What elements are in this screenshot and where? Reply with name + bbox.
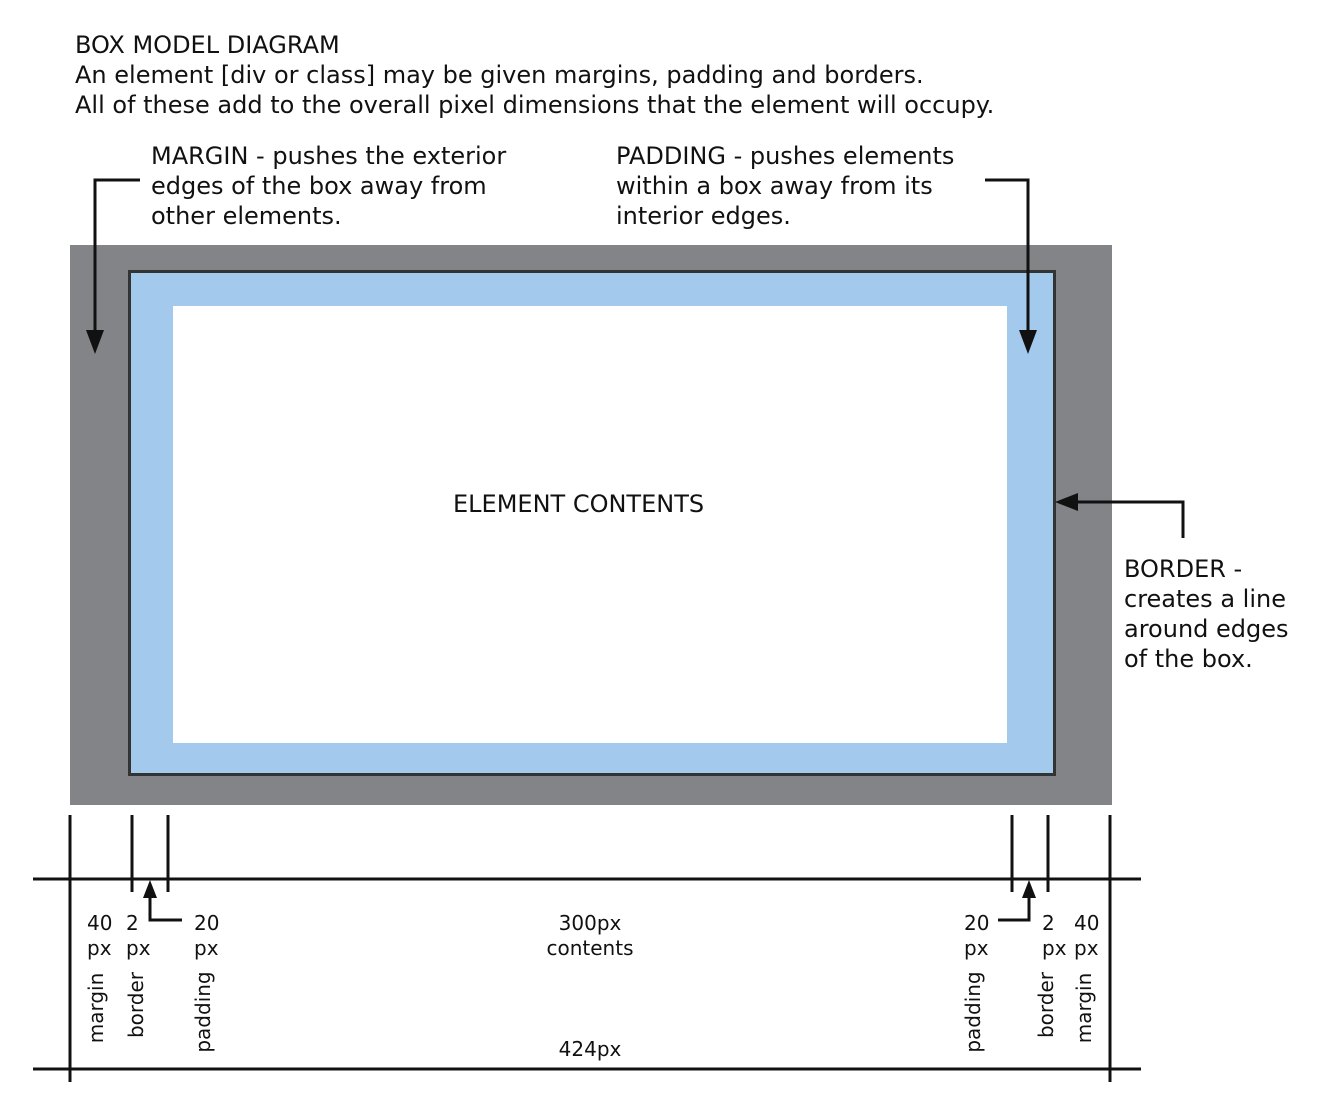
right-padding-unit: px bbox=[964, 936, 989, 960]
border-callout-line-2: creates a line bbox=[1124, 585, 1286, 613]
left-margin-value: 40 bbox=[87, 911, 113, 935]
left-margin-label: margin bbox=[84, 972, 108, 1044]
left-border-pointer-head bbox=[143, 880, 157, 898]
intro-line-1: An element [div or class] may be given m… bbox=[75, 61, 924, 89]
left-border-pointer bbox=[148, 895, 182, 922]
right-border-value: 2 bbox=[1042, 911, 1055, 935]
left-padding-unit: px bbox=[194, 936, 219, 960]
margin-callout-line-1: MARGIN - pushes the exterior bbox=[151, 142, 507, 170]
right-margin-unit: px bbox=[1074, 936, 1099, 960]
left-border-label: border bbox=[124, 971, 148, 1039]
element-contents-label: ELEMENT CONTENTS bbox=[453, 490, 705, 518]
left-padding-label: padding bbox=[191, 971, 215, 1053]
right-margin-value: 40 bbox=[1074, 911, 1100, 935]
right-margin-label: margin bbox=[1072, 972, 1096, 1044]
left-padding-value: 20 bbox=[194, 911, 220, 935]
padding-arrowhead bbox=[1019, 330, 1037, 354]
margin-arrowhead bbox=[86, 330, 104, 354]
right-border-pointer bbox=[998, 895, 1031, 922]
total-width-value: 424px bbox=[558, 1037, 622, 1061]
left-border-unit: px bbox=[126, 936, 151, 960]
margin-callout-line-2: edges of the box away from bbox=[151, 172, 487, 200]
right-padding-value: 20 bbox=[964, 911, 990, 935]
content-area bbox=[173, 306, 1007, 743]
border-callout-line-1: BORDER - bbox=[1124, 555, 1243, 583]
border-arrow bbox=[1075, 500, 1185, 538]
diagram-title: BOX MODEL DIAGRAM bbox=[75, 31, 340, 59]
border-callout-line-4: of the box. bbox=[1124, 645, 1253, 673]
margin-callout-line-3: other elements. bbox=[151, 202, 342, 230]
padding-callout-line-1: PADDING - pushes elements bbox=[616, 142, 955, 170]
left-border-value: 2 bbox=[126, 911, 139, 935]
border-arrowhead bbox=[1055, 493, 1078, 511]
left-margin-unit: px bbox=[87, 936, 112, 960]
padding-callout-line-3: interior edges. bbox=[616, 202, 791, 230]
intro-line-2: All of these add to the overall pixel di… bbox=[75, 91, 995, 119]
padding-callout-line-2: within a box away from its bbox=[616, 172, 933, 200]
margin-arrow bbox=[93, 178, 140, 335]
right-border-pointer-head bbox=[1022, 880, 1036, 898]
right-padding-label: padding bbox=[961, 971, 985, 1053]
right-border-unit: px bbox=[1042, 936, 1067, 960]
border-callout-line-3: around edges bbox=[1124, 615, 1289, 643]
contents-name: contents bbox=[546, 936, 634, 960]
contents-value: 300px bbox=[558, 911, 622, 935]
padding-arrow bbox=[985, 178, 1030, 335]
right-border-label: border bbox=[1034, 971, 1058, 1039]
